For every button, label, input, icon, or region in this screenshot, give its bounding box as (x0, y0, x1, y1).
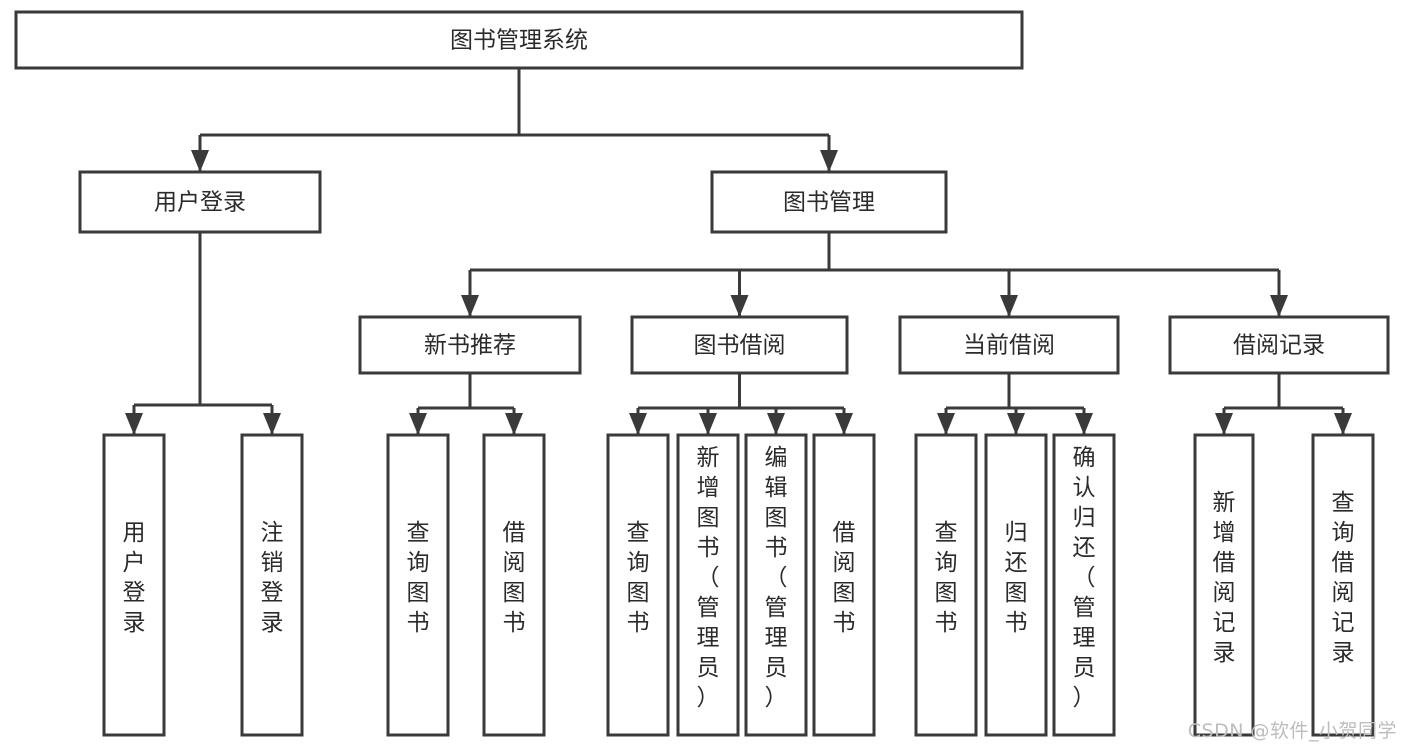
node-box[interactable] (1193, 433, 1255, 737)
leaf-node-2[interactable]: 注销登录 (240, 433, 304, 737)
node-label: 用户登录 (123, 520, 146, 636)
arrow-head-icon (1334, 413, 1352, 435)
arrow-head-icon (1007, 413, 1025, 435)
arrow-head-icon (263, 413, 281, 435)
node-box[interactable] (744, 433, 808, 737)
leaf-node-4[interactable]: 借阅图书 (482, 433, 546, 737)
node-box[interactable] (386, 433, 450, 737)
node-box[interactable] (358, 315, 582, 375)
node-label: 查询图书 (935, 520, 958, 636)
node-label: 查询图书 (407, 520, 430, 636)
arrow-head-icon (461, 295, 479, 317)
connectors-layer (125, 68, 1352, 435)
node-label: 借阅图书 (833, 520, 856, 636)
watermark: CSDN @软件_小贺同学 (1187, 720, 1397, 742)
node-label: 借阅图书 (503, 520, 526, 636)
node-box[interactable] (676, 433, 740, 737)
leaf-node-12[interactable]: 新增借阅记录 (1193, 433, 1255, 737)
leaf-node-8[interactable]: 借阅图书 (812, 433, 876, 737)
node-box[interactable] (606, 433, 670, 737)
node-label: 确认归还（管理员） (1073, 445, 1096, 711)
node-box[interactable] (14, 10, 1024, 70)
node-box[interactable] (898, 315, 1120, 375)
arrow-head-icon (699, 413, 717, 435)
node-box[interactable] (1168, 315, 1390, 375)
node-box[interactable] (1052, 433, 1116, 737)
level2-node-4[interactable]: 借阅记录 (1168, 315, 1390, 375)
level2-node-2[interactable]: 图书借阅 (630, 315, 849, 375)
arrow-head-icon (1215, 413, 1233, 435)
root-node-1[interactable]: 图书管理系统 (14, 10, 1024, 70)
arrow-head-icon (1270, 295, 1288, 317)
node-box[interactable] (710, 170, 948, 234)
node-label: 用户登录 (154, 190, 246, 216)
node-box[interactable] (630, 315, 849, 375)
leaf-node-9[interactable]: 查询图书 (914, 433, 978, 737)
arrow-head-icon (505, 413, 523, 435)
level2-node-1[interactable]: 新书推荐 (358, 315, 582, 375)
leaf-node-5[interactable]: 查询图书 (606, 433, 670, 737)
arrow-head-icon (730, 295, 749, 317)
node-label: 注销登录 (261, 520, 284, 636)
node-box[interactable] (482, 433, 546, 737)
leaf-node-3[interactable]: 查询图书 (386, 433, 450, 737)
node-label: 编辑图书（管理员） (765, 445, 788, 711)
arrow-head-icon (1075, 413, 1093, 435)
leaf-node-6[interactable]: 新增图书（管理员） (676, 433, 740, 737)
node-label: 新增图书（管理员） (697, 445, 720, 711)
node-box[interactable] (914, 433, 978, 737)
arrow-head-icon (125, 413, 143, 435)
node-box[interactable] (240, 433, 304, 737)
arrow-head-icon (191, 150, 209, 172)
level1-node-2[interactable]: 图书管理 (710, 170, 948, 234)
node-label: 新增借阅记录 (1213, 490, 1236, 666)
node-label: 查询借阅记录 (1332, 490, 1355, 666)
nodes-layer: 图书管理系统用户登录图书管理新书推荐图书借阅当前借阅借阅记录用户登录注销登录查询… (14, 10, 1390, 737)
arrow-head-icon (767, 413, 785, 435)
node-box[interactable] (984, 433, 1048, 737)
leaf-node-1[interactable]: 用户登录 (102, 433, 166, 737)
node-label: 借阅记录 (1233, 333, 1325, 359)
level2-node-3[interactable]: 当前借阅 (898, 315, 1120, 375)
node-label: 图书借阅 (694, 333, 786, 359)
node-label: 图书管理 (783, 190, 875, 216)
node-box[interactable] (102, 433, 166, 737)
arrow-head-icon (409, 413, 427, 435)
node-label: 当前借阅 (963, 333, 1055, 359)
arrow-head-icon (937, 413, 955, 435)
leaf-node-7[interactable]: 编辑图书（管理员） (744, 433, 808, 737)
node-label: 查询图书 (627, 520, 650, 636)
node-box[interactable] (812, 433, 876, 737)
leaf-node-10[interactable]: 归还图书 (984, 433, 1048, 737)
node-label: 归还图书 (1005, 520, 1028, 636)
node-box[interactable] (78, 170, 322, 234)
leaf-node-11[interactable]: 确认归还（管理员） (1052, 433, 1116, 737)
leaf-node-13[interactable]: 查询借阅记录 (1311, 433, 1375, 737)
level1-node-1[interactable]: 用户登录 (78, 170, 322, 234)
arrow-head-icon (1000, 295, 1018, 317)
node-label: 新书推荐 (424, 333, 516, 359)
node-box[interactable] (1311, 433, 1375, 737)
arrow-head-icon (820, 150, 838, 172)
arrow-head-icon (835, 413, 853, 435)
arrow-head-icon (629, 413, 647, 435)
node-label: 图书管理系统 (450, 28, 588, 54)
